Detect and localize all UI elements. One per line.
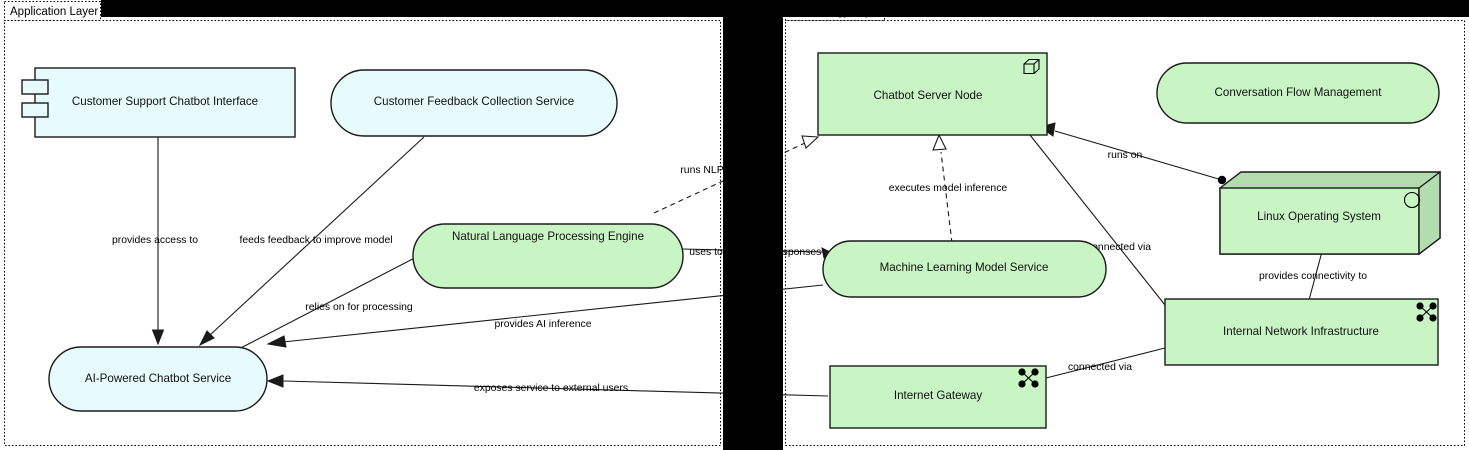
element-natural-language-processing-engine[interactable]: Natural Language Processing Engine xyxy=(412,223,684,289)
element-chatbot-server-node[interactable]: Chatbot Server Node xyxy=(817,52,1048,136)
edge-executes-model-inference[interactable]: executes model inference xyxy=(889,133,1008,244)
element-machine-learning-model-service[interactable]: Machine Learning Model Service xyxy=(822,240,1107,298)
network-icon xyxy=(1416,302,1437,322)
element-ai-powered-chatbot-service[interactable]: AI-Powered Chatbot Service xyxy=(48,346,268,412)
edge-label-runs-on: runs on xyxy=(1108,150,1143,161)
element-label: Internal Network Infrastructure xyxy=(1223,325,1379,338)
edge-runs-on[interactable]: runs on xyxy=(1038,122,1227,185)
edge-label-provides-ai-inference: provides AI inference xyxy=(494,319,591,330)
element-label: Machine Learning Model Service xyxy=(880,261,1049,274)
element-label: AI-Powered Chatbot Service xyxy=(85,372,231,385)
component-icon xyxy=(21,79,49,118)
edge-label-executes-model-inference: executes model inference xyxy=(889,183,1008,194)
edge-label-provides-connectivity-to: provides connectivity to xyxy=(1259,271,1367,282)
edge-label-uses-to: uses to xyxy=(689,247,723,258)
element-label: Internet Gateway xyxy=(894,389,982,402)
edge-label-feeds-feedback: feeds feedback to improve model xyxy=(239,235,392,246)
element-label: Conversation Flow Management xyxy=(1215,86,1383,99)
edge-label-exposes-service: exposes service to external users xyxy=(474,383,628,394)
element-internet-gateway[interactable]: Internet Gateway xyxy=(829,365,1047,429)
element-label: Customer Support Chatbot Interface xyxy=(72,95,258,108)
element-conversation-flow-management[interactable]: Conversation Flow Management xyxy=(1156,62,1440,124)
edge-label-connected-via-server: connected via xyxy=(1087,242,1151,253)
node-icon xyxy=(1023,58,1040,75)
group-application-layer[interactable]: Application Layer xyxy=(4,1,721,446)
group-application-layer-label: Application Layer xyxy=(10,6,98,18)
element-linux-operating-system[interactable]: Linux Operating System xyxy=(1219,170,1441,256)
edge-label-provides-access-to: provides access to xyxy=(112,235,198,246)
element-label: Natural Language Processing Engine xyxy=(452,230,644,243)
edge-feeds-feedback[interactable]: feeds feedback to improve model xyxy=(198,136,425,347)
network-icon xyxy=(1018,368,1039,388)
edge-label-responses: sponses xyxy=(783,247,822,258)
edge-label-runs-nlp: runs NLP xyxy=(680,165,723,176)
element-internal-network-infrastructure[interactable]: Internal Network Infrastructure xyxy=(1164,298,1439,366)
element-label: Linux Operating System xyxy=(1257,210,1381,223)
element-label: Customer Feedback Collection Service xyxy=(374,95,574,108)
element-label: Chatbot Server Node xyxy=(874,89,983,102)
edge-label-relies-on-for-processing: relies on for processing xyxy=(305,302,413,313)
system-software-icon xyxy=(1403,191,1421,209)
edge-label-connected-via-gateway: connected via xyxy=(1068,362,1132,373)
edge-connected-via-server[interactable]: connected via xyxy=(1029,134,1166,306)
edge-connected-via-gateway[interactable]: connected via xyxy=(1045,347,1166,379)
element-customer-support-chatbot-interface[interactable]: Customer Support Chatbot Interface xyxy=(21,67,296,138)
edge-provides-access-to[interactable]: provides access to xyxy=(112,137,198,346)
occluder-bands xyxy=(101,0,1469,450)
element-customer-feedback-collection-service[interactable]: Customer Feedback Collection Service xyxy=(330,69,618,137)
